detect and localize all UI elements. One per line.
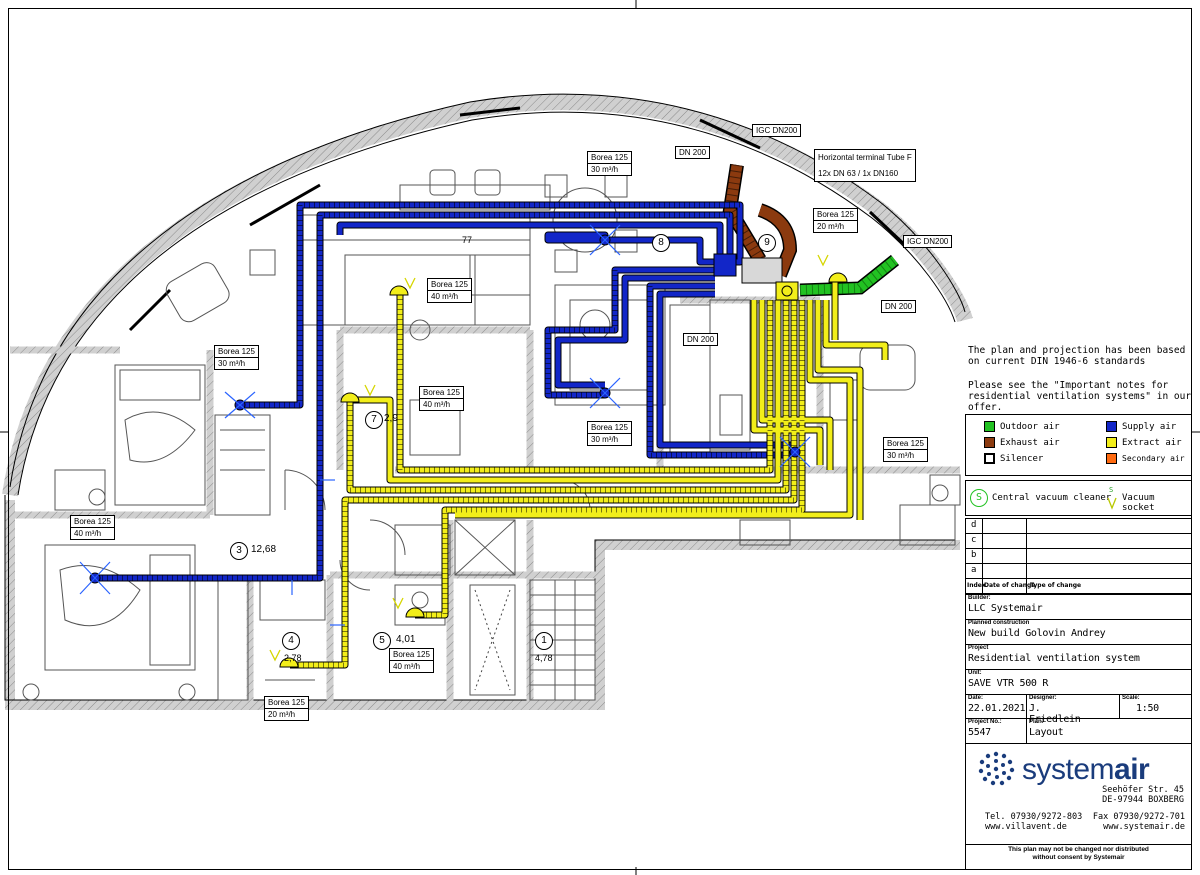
scale-value: 1:50 — [1136, 703, 1159, 714]
room-number-5: 5 — [373, 632, 391, 650]
supply-valve-arrows — [79, 224, 811, 626]
unit-value: SAVE VTR 500 R — [968, 678, 1049, 689]
systemair-logo-icon — [978, 751, 1015, 786]
ventilation-unit — [713, 253, 799, 301]
revision-row: d — [966, 519, 1191, 534]
room-number-8: 8 — [652, 234, 670, 252]
room-area-3: 12,68 — [251, 544, 277, 555]
legend-vacuum-socket: S Vacuum socket — [1106, 485, 1191, 513]
room-area-5: 4,01 — [396, 634, 416, 645]
room-number-9: 9 — [758, 234, 776, 252]
revision-row: a — [966, 564, 1191, 579]
room-number-7: 7 — [365, 411, 383, 429]
designer-value: J. Friedlein — [1029, 703, 1081, 725]
legend-swatch — [1106, 453, 1117, 464]
vacuum-legend: S Central vacuum cleaner S Vacuum socket — [965, 480, 1192, 516]
legend-swatch — [1106, 437, 1117, 448]
kitchen-reference: 77 — [462, 235, 473, 245]
company-contact-left: Tel. 07930/9272-803 www.villavent.de — [985, 812, 1083, 832]
furniture — [22, 169, 961, 701]
plan-value: Layout — [1029, 727, 1064, 738]
vacuum-socket-symbol — [1107, 497, 1117, 510]
legend-swatch — [984, 453, 995, 464]
builder-row: Builder: LLC Systemair — [966, 595, 1191, 620]
room-number-4: 4 — [282, 632, 300, 650]
project-row: Project Residential ventilation system — [966, 645, 1191, 670]
legend-supply-air: Supply air — [1106, 421, 1176, 432]
extract-valves — [279, 272, 848, 668]
room-number-1: 1 — [535, 632, 553, 650]
revision-header: Index Date of change Type of change — [966, 579, 1191, 593]
project-value: Residential ventilation system — [968, 653, 1140, 664]
legend-swatch — [984, 421, 995, 432]
room-area-7: 2,9 — [384, 413, 398, 424]
planned-value: New build Golovin Andrey — [968, 628, 1106, 639]
project-number-value: 5547 — [968, 727, 991, 738]
igc-dn200-label-top: IGC DN200 — [752, 124, 802, 137]
revision-table: d c b a Index Date of change Type of cha… — [965, 518, 1192, 594]
company-row — [966, 744, 1191, 845]
company-address: Seehöfer Str. 45 DE-97944 BOXBERG — [1102, 785, 1184, 805]
terminal-tube-line-1: Horizontal terminal Tube F — [818, 153, 912, 162]
legend-exhaust-air: Exhaust air — [984, 437, 1060, 448]
date-value: 22.01.2021 — [968, 703, 1026, 714]
terminal-tube-label: Horizontal terminal Tube F 12x DN 63 / 1… — [814, 149, 916, 182]
standards-note: The plan and projection has been based o… — [968, 345, 1186, 367]
company-contact-right: Fax 07930/9272-701 www.systemair.de — [1092, 812, 1185, 832]
disclaimer: This plan may not be changed nor distrib… — [1008, 846, 1149, 861]
legend-central-vacuum: S Central vacuum cleaner — [970, 489, 1111, 507]
extract-air-ducts — [290, 280, 889, 669]
legend-silencer: Silencer — [984, 453, 1043, 464]
builder-value: LLC Systemair — [968, 603, 1043, 614]
date-row: Date: 22.01.2021 Designer: J. Friedlein … — [966, 695, 1191, 725]
important-notes: Please see the "Important notes for resi… — [968, 380, 1192, 413]
room-area-4: 2,78 — [284, 653, 302, 663]
title-block: Builder: LLC Systemair Planned construct… — [965, 594, 1192, 870]
vacuum-socket-icon: S — [1106, 486, 1118, 510]
unit-row: Unit: SAVE VTR 500 R — [966, 670, 1191, 695]
legend-secondary-air: Secondary air — [1106, 453, 1185, 464]
revision-row: b — [966, 549, 1191, 564]
terminal-tube-line-2: 12x DN 63 / 1x DN160 — [818, 169, 899, 178]
legend-outdoor-air: Outdoor air — [984, 421, 1060, 432]
igc-dn200-label-right: IGC DN200 — [903, 235, 953, 248]
revision-row: c — [966, 534, 1191, 549]
outdoor-air-duct — [799, 254, 900, 297]
room-number-3: 3 — [230, 542, 248, 560]
legend-extract-air: Extract air — [1106, 437, 1182, 448]
legend-swatch — [984, 437, 995, 448]
project-number-row: Project No.: 5547 Plan: Layout — [966, 719, 1191, 744]
vacuum-socket-symbols — [269, 254, 829, 662]
legend: Outdoor air Exhaust air Silencer Supply … — [965, 414, 1192, 476]
room-area-1: 4,78 — [535, 653, 553, 663]
dn200-label-center: DN 200 — [683, 333, 719, 346]
dn200-label-right: DN 200 — [881, 300, 917, 313]
planned-row: Planned construction New build Golovin A… — [966, 620, 1191, 645]
systemair-logo-text: systemair — [1022, 753, 1150, 786]
legend-swatch — [1106, 421, 1117, 432]
central-vacuum-icon: S — [970, 489, 988, 507]
dn200-label-top: DN 200 — [675, 146, 711, 159]
